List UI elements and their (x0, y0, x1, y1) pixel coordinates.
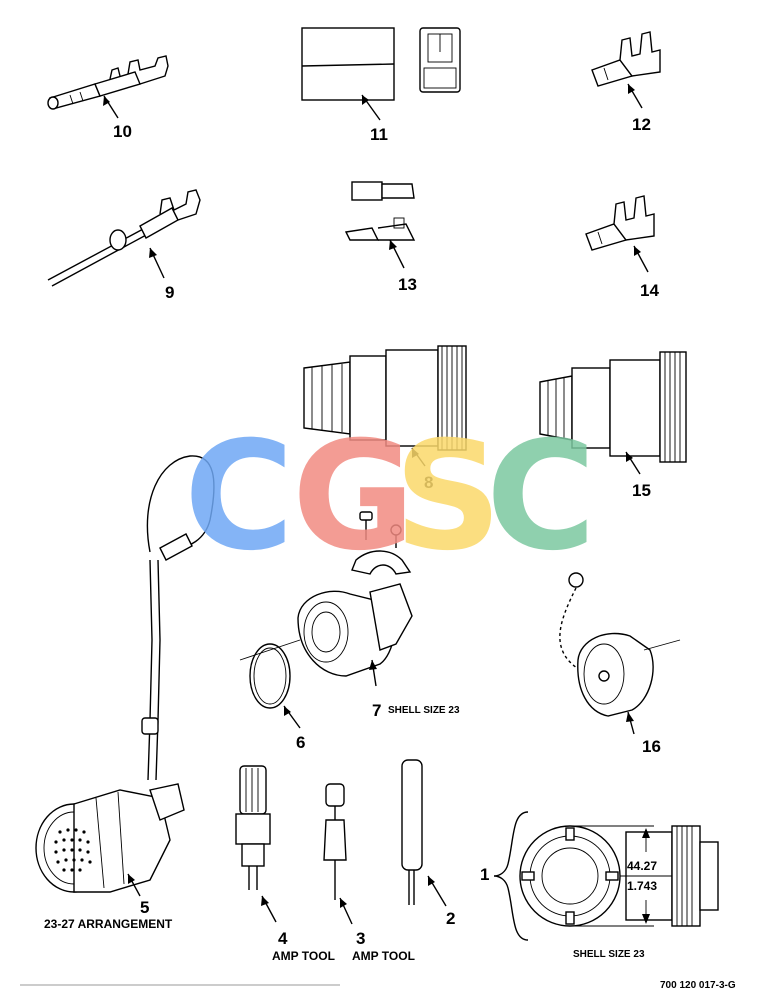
part-3-amp-tool (323, 783, 347, 900)
part-7-backshell (239, 511, 413, 677)
watermark-letter-c2: C (486, 410, 596, 584)
watermark-letter-s: S (394, 410, 502, 584)
callout-3: 3 (356, 929, 365, 948)
callout-9: 9 (165, 283, 174, 302)
watermark: C G S C (184, 410, 596, 584)
callout-10: 10 (113, 122, 132, 141)
part-11-housing (301, 27, 461, 101)
dimension-mm: 44.27 (627, 859, 657, 873)
callout-12: 12 (632, 115, 651, 134)
dimension-inch: 1.743 (627, 879, 657, 893)
part-14-terminal (585, 195, 655, 251)
watermark-letter-g: G (292, 410, 415, 584)
label-shell-size-1: SHELL SIZE 23 (573, 949, 645, 960)
part-10-contact (47, 55, 169, 110)
part-4-amp-tool (235, 765, 271, 890)
callout-8: 8 (424, 473, 433, 492)
part-2-tool (401, 759, 423, 905)
callout-14: 14 (640, 281, 659, 300)
callout-1: 1 (480, 865, 489, 884)
part-1-receptacle (493, 811, 719, 941)
callout-4: 4 (278, 929, 288, 948)
part-15-connector (539, 351, 687, 463)
callout-15: 15 (632, 481, 651, 500)
part-6-ring (249, 643, 291, 709)
callout-2: 2 (446, 909, 455, 928)
callout-13: 13 (398, 275, 417, 294)
callout-16: 16 (642, 737, 661, 756)
part-16-dust-cap (559, 572, 681, 717)
label-amp-tool-3: AMP TOOL (352, 949, 415, 963)
watermark-letter-c1: C (184, 410, 294, 584)
callout-6: 6 (296, 733, 305, 752)
callout-11: 11 (370, 125, 388, 144)
part-12-terminal (591, 31, 661, 87)
label-amp-tool-4: AMP TOOL (272, 949, 335, 963)
part-8-connector (303, 345, 467, 451)
figure-code: 700 120 017-3-G (660, 980, 736, 991)
part-5-plug (35, 455, 215, 893)
part-9-contact (47, 189, 201, 287)
label-arrangement: 23-27 ARRANGEMENT (44, 917, 173, 931)
label-shell-size-7: SHELL SIZE 23 (388, 705, 460, 716)
callout-5: 5 (140, 898, 149, 917)
callout-7: 7 (372, 701, 381, 720)
part-13-splice (344, 181, 416, 241)
